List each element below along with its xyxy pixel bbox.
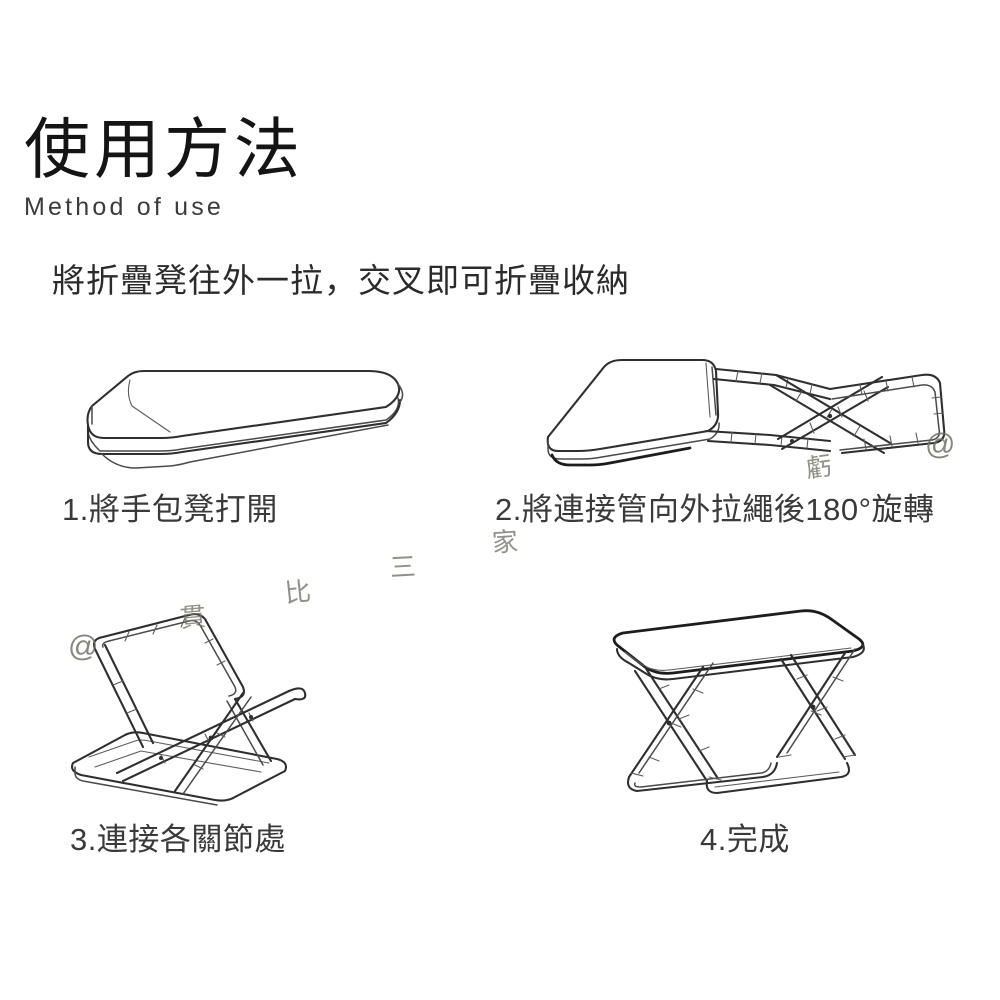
watermark-glyph-e: 三 bbox=[389, 552, 417, 583]
watermark-glyph-f: 貫 bbox=[178, 601, 208, 634]
step-2-illustration bbox=[530, 345, 950, 475]
watermark-glyph-d: 比 bbox=[283, 576, 313, 609]
watermark-at-symbol-right: @ bbox=[925, 428, 956, 461]
page-title: 使用方法 bbox=[24, 112, 304, 186]
step-4-caption: 4.完成 bbox=[700, 822, 790, 857]
step-1-illustration bbox=[20, 350, 420, 485]
step-3-caption: 3.連接各關節處 bbox=[70, 822, 286, 857]
page-subtitle-english: Method of use bbox=[24, 193, 225, 221]
step-1: 1.將手包凳打開 bbox=[0, 345, 470, 560]
watermark-glyph-c: 家 bbox=[490, 527, 519, 558]
watermark-at-symbol-left: @ bbox=[68, 630, 99, 663]
header: 使用方法 Method of use bbox=[24, 112, 724, 222]
step-1-caption: 1.將手包凳打開 bbox=[62, 492, 278, 527]
step-3: 3.連接各關節處 bbox=[0, 575, 470, 885]
step-4-illustration bbox=[595, 605, 885, 805]
instruction-summary: 將折疊凳往外一拉，交叉即可折疊收納 bbox=[52, 262, 630, 299]
step-4: 4.完成 bbox=[500, 575, 1000, 885]
step-3-illustration bbox=[65, 595, 365, 806]
watermark-glyph-b: 虧 bbox=[804, 451, 834, 484]
step-2-caption: 2.將連接管向外拉繩後180°旋轉 bbox=[495, 492, 935, 527]
step-2: 2.將連接管向外拉繩後180°旋轉 bbox=[490, 345, 1000, 560]
